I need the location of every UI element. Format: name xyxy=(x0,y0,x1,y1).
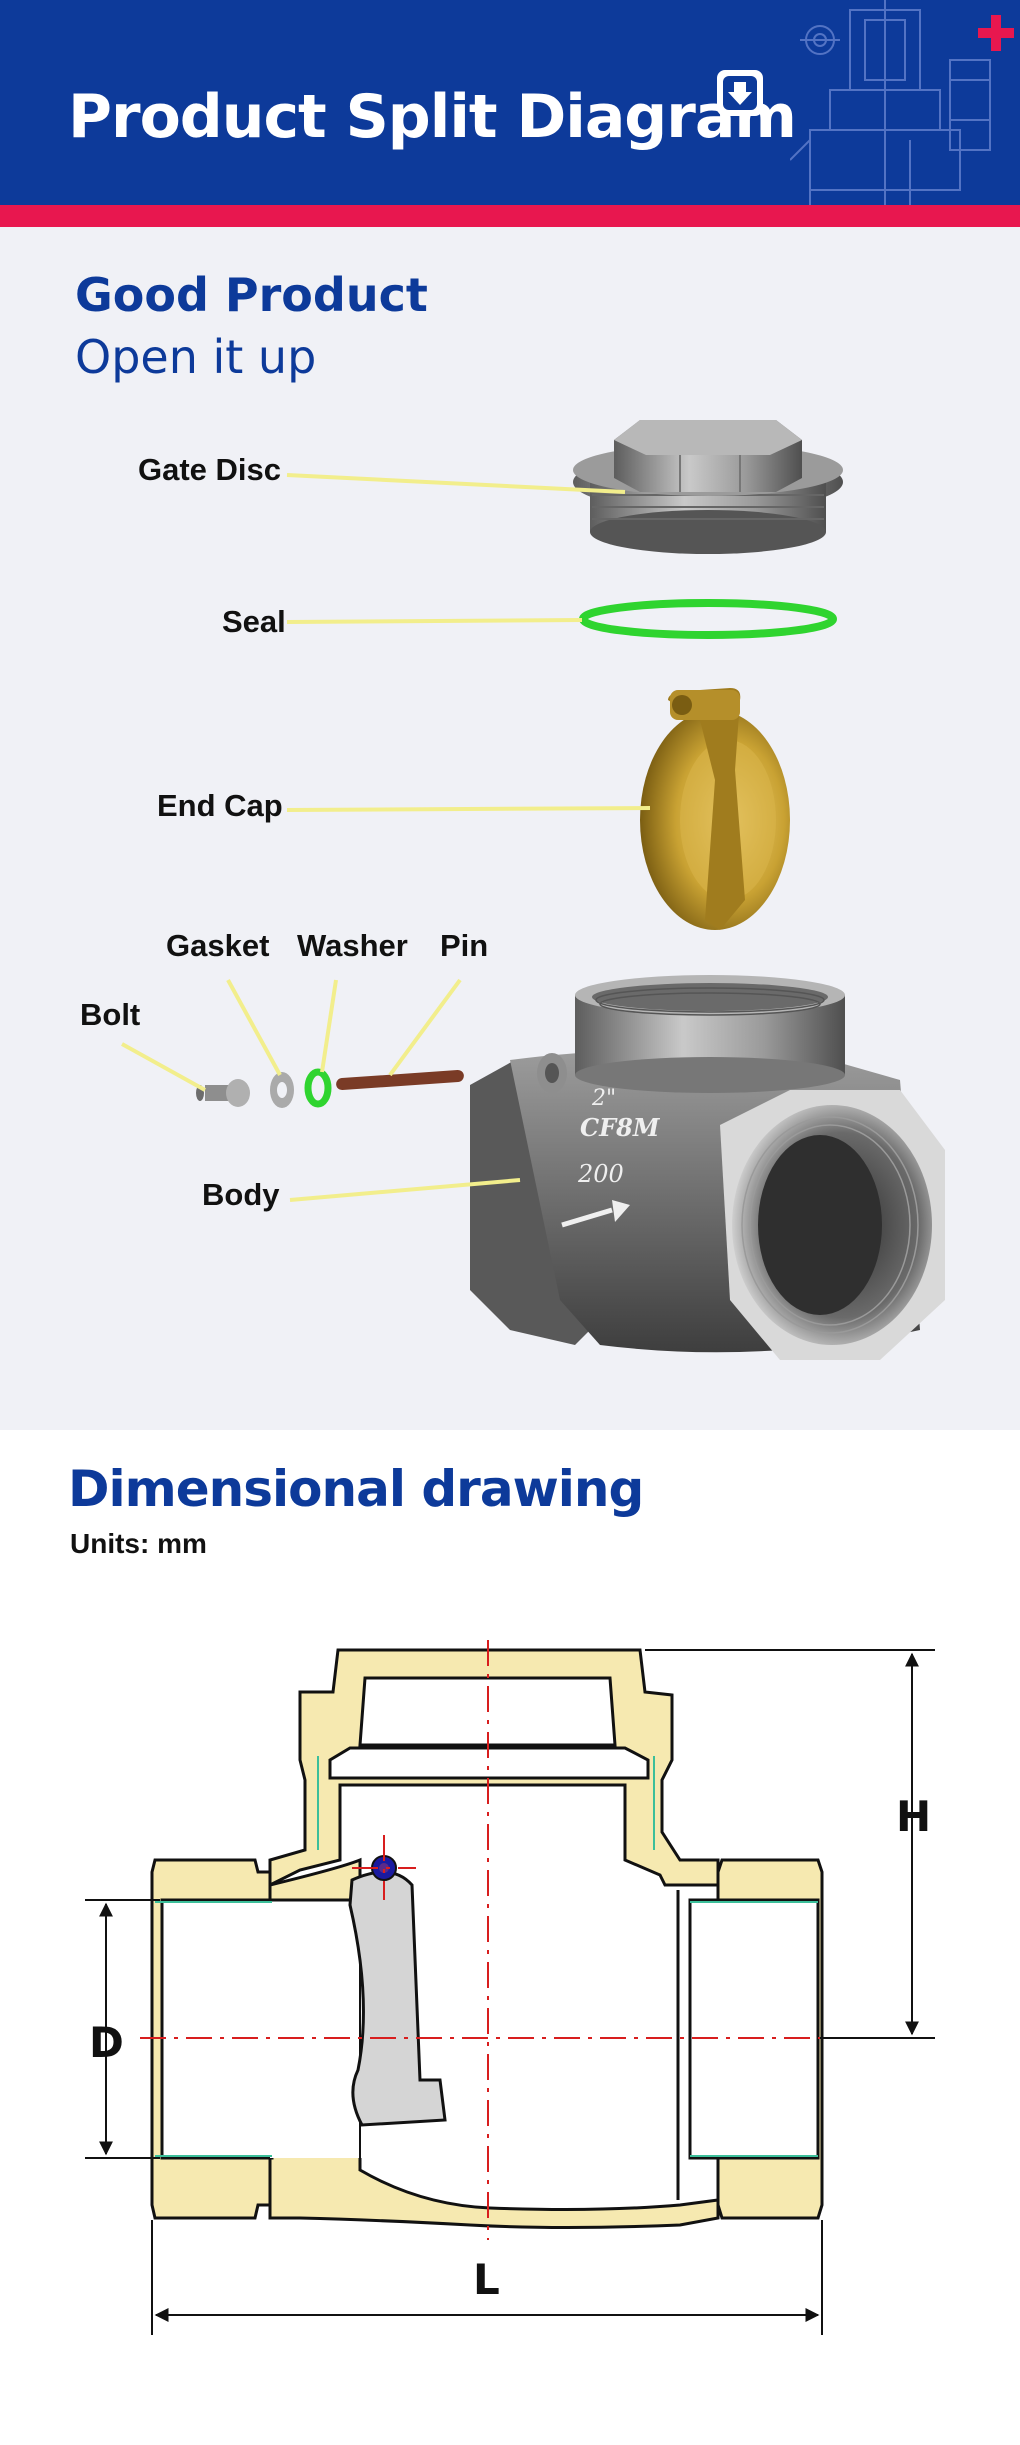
end-cap-part xyxy=(640,688,790,930)
section-heading: Good Product xyxy=(75,268,428,322)
section-subheading: Open it up xyxy=(75,330,317,384)
body-pressure-mark: 200 xyxy=(577,1160,624,1188)
label-gate-disc: Gate Disc xyxy=(138,452,282,487)
exploded-diagram: 2" CF8M 200 xyxy=(121,420,945,1360)
leader-lines xyxy=(121,473,651,1202)
valve-body-part: 2" CF8M 200 xyxy=(470,975,945,1360)
label-bolt: Bolt xyxy=(80,997,141,1032)
gate-disc-part xyxy=(573,420,843,554)
washer-part xyxy=(304,1068,332,1108)
seal-ring-part xyxy=(579,599,837,639)
body-material-mark: CF8M xyxy=(580,1113,661,1142)
label-gasket: Gasket xyxy=(166,928,270,963)
dimension-l-label: L xyxy=(473,2255,500,2304)
body-size-mark: 2" xyxy=(591,1086,616,1111)
label-seal: Seal xyxy=(222,604,286,639)
accent-bar xyxy=(0,205,1020,227)
label-body: Body xyxy=(202,1177,280,1212)
gasket-part xyxy=(270,1072,294,1108)
header-banner: Product Split Diagram xyxy=(0,0,1020,205)
pin-part xyxy=(336,1069,464,1091)
dimension-d-label: D xyxy=(89,2018,124,2067)
download-arrow-icon[interactable] xyxy=(717,70,763,116)
label-pin: Pin xyxy=(440,928,489,963)
dimensional-heading: Dimensional drawing xyxy=(68,1460,644,1518)
units-label: Units: mm xyxy=(70,1528,207,1559)
page-title: Product Split Diagram xyxy=(68,82,797,152)
technical-drawing-art xyxy=(790,0,1014,205)
red-cross-icon xyxy=(978,15,1014,51)
bolt-part xyxy=(196,1079,250,1107)
dimensional-drawing xyxy=(85,1640,935,2335)
dimension-h-label: H xyxy=(896,1792,932,1841)
label-washer: Washer xyxy=(297,928,408,963)
label-end-cap: End Cap xyxy=(157,788,283,823)
